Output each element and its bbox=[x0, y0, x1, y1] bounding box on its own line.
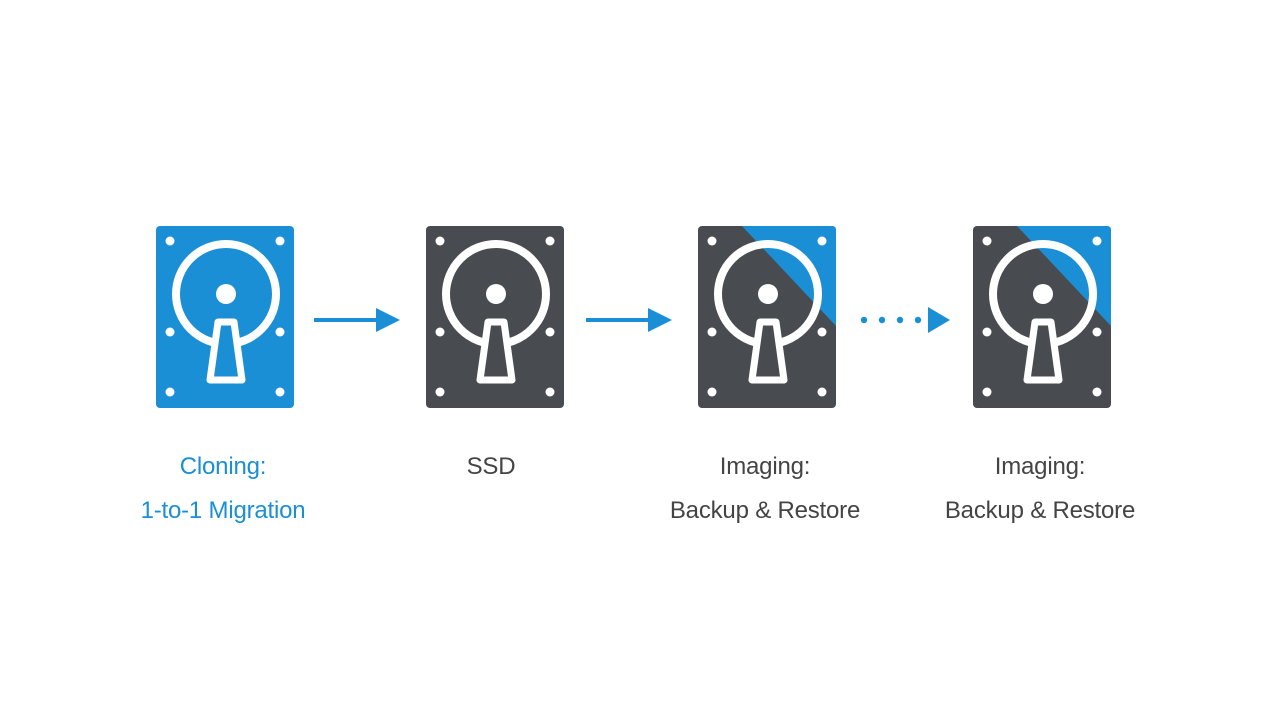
hard-drive-icon-dark bbox=[426, 226, 564, 408]
read-arm bbox=[206, 318, 246, 384]
read-arm bbox=[1023, 318, 1063, 384]
label-imaging-subtitle-2: Backup & Restore bbox=[944, 497, 1136, 524]
hard-drive-icon-segmented-1 bbox=[698, 226, 836, 408]
label-cloning-subtitle: 1-to-1 Migration bbox=[140, 497, 306, 524]
spindle bbox=[758, 284, 778, 304]
spindle bbox=[486, 284, 506, 304]
hard-drive-icon-blue bbox=[156, 226, 294, 408]
arrow-head bbox=[928, 307, 950, 333]
blue-segment bbox=[742, 226, 836, 326]
arrow-head bbox=[376, 308, 400, 332]
spindle bbox=[1033, 284, 1053, 304]
read-arm bbox=[476, 318, 516, 384]
label-imaging-title-2: Imaging: bbox=[994, 453, 1086, 480]
read-arm bbox=[748, 318, 788, 384]
blue-segment bbox=[1017, 226, 1111, 326]
drive-body bbox=[426, 226, 564, 408]
drive-body bbox=[156, 226, 294, 408]
label-imaging-title-1: Imaging: bbox=[719, 453, 811, 480]
arrow-head bbox=[648, 308, 672, 332]
hard-drive-icon-segmented-2 bbox=[973, 226, 1111, 408]
arrow-connector-1 bbox=[312, 300, 402, 340]
label-ssd: SSD bbox=[466, 453, 516, 480]
label-cloning-title: Cloning: bbox=[179, 453, 267, 480]
arrow-connector-2 bbox=[584, 300, 674, 340]
spindle bbox=[216, 284, 236, 304]
dotted-arrow-connector bbox=[856, 300, 952, 340]
label-imaging-subtitle-1: Backup & Restore bbox=[669, 497, 861, 524]
